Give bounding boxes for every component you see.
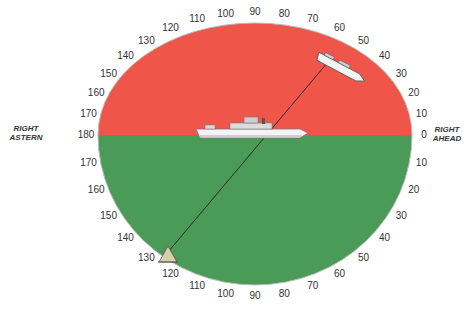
degree-number: 120 [162, 23, 179, 33]
degree-number: 140 [117, 233, 134, 243]
degree-number: 180 [78, 130, 95, 140]
other-ship [315, 50, 368, 85]
degree-number: 130 [138, 36, 155, 46]
degree-number: 0 [421, 130, 427, 140]
degree-number: 160 [88, 185, 105, 195]
degree-number: 160 [88, 88, 105, 98]
degree-number: 150 [100, 69, 117, 79]
red-half [98, 23, 412, 135]
degree-number: 20 [408, 88, 419, 98]
degree-number: 20 [408, 185, 419, 195]
degree-number: 80 [279, 289, 290, 299]
degree-number: 50 [358, 253, 369, 263]
degree-number: 30 [396, 211, 407, 221]
degree-number: 150 [100, 211, 117, 221]
side-label: RIGHT AHEAD [427, 125, 464, 143]
degree-number: 50 [358, 36, 369, 46]
degree-number: 170 [80, 158, 97, 168]
green-half [98, 135, 412, 285]
buoy [158, 246, 178, 262]
rim [98, 23, 412, 285]
side-label: RIGHT ASTERN [6, 124, 46, 142]
degree-number: 80 [279, 9, 290, 19]
degree-number: 40 [379, 51, 390, 61]
degree-number: 110 [189, 281, 205, 291]
own-ship [196, 117, 308, 138]
degree-number: 100 [217, 9, 234, 19]
degree-number: 90 [249, 7, 260, 17]
degree-number: 70 [307, 281, 318, 291]
degree-number: 100 [217, 289, 234, 299]
degree-number: 90 [249, 291, 260, 301]
bearing-line [168, 62, 328, 252]
degree-number: 120 [162, 269, 179, 279]
degree-number: 70 [307, 14, 318, 24]
degree-number: 60 [334, 23, 345, 33]
degree-number: 10 [416, 109, 427, 119]
degree-number: 30 [396, 69, 407, 79]
degree-number: 10 [416, 158, 427, 168]
degree-number: 60 [334, 269, 345, 279]
degree-number: 130 [138, 253, 155, 263]
degree-number: 110 [189, 14, 205, 24]
degree-number: 140 [117, 51, 134, 61]
degree-number: 170 [80, 109, 97, 119]
degree-number: 40 [379, 233, 390, 243]
